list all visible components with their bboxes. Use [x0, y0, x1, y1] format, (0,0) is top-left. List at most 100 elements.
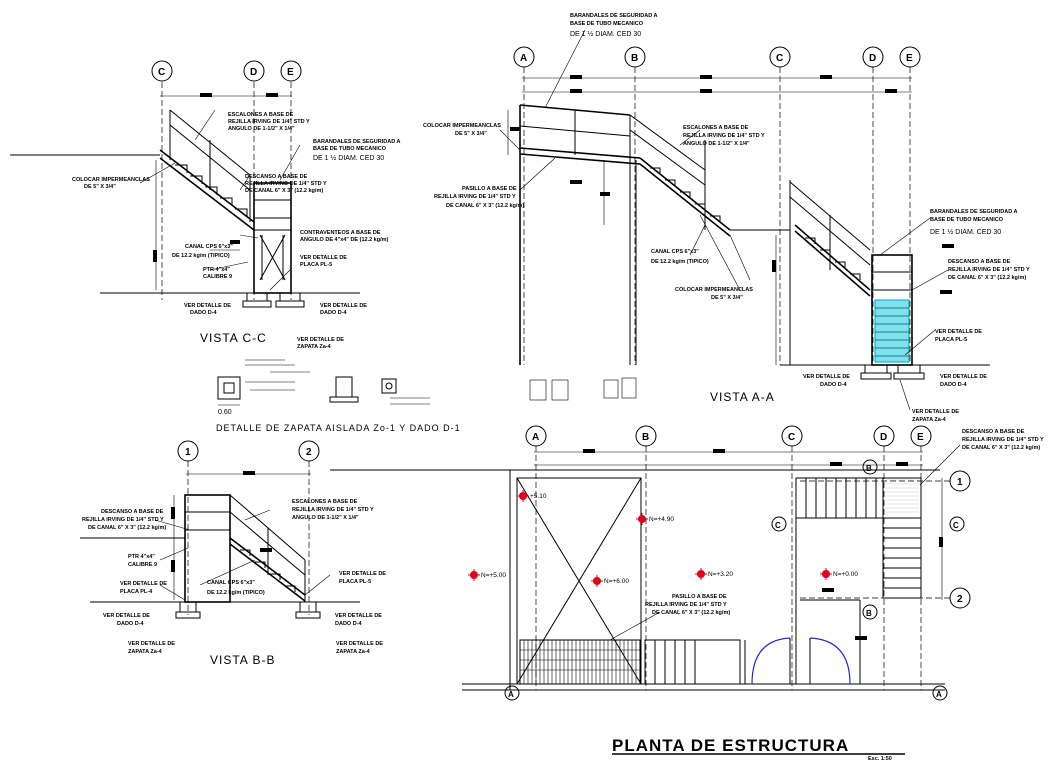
note-barandales-top-3: DE 1 ½ DIAM. CED 30 [570, 30, 641, 38]
level-marker-490: N=+4.90 [636, 513, 674, 525]
note-dado-aa1-1: VER DETALLE DE [803, 374, 850, 380]
section-mark-b-top [862, 459, 878, 475]
note-descanso-bb-2: REJILLA IRVING DE 1/4" STD Y [82, 517, 164, 523]
level-marker-000: N=+0.00 [820, 568, 858, 580]
note-zapata-cc-1: VER DETALLE DE [297, 337, 344, 343]
svg-text:N=+0.00: N=+0.00 [833, 571, 858, 578]
note-colocar-cc-2: DE 5" X 3/4" [84, 184, 116, 190]
note-contraventeos-2: ANGULO DE 4"x4" DE (12.2 kg/m) [300, 237, 389, 243]
note-escalones-cc-3: ANGULO DE 1-1/2" X 1/4" [228, 126, 295, 132]
grid-bubble-e [280, 60, 302, 82]
note-descanso-cc-1: DESCANSO A BASE DE [245, 174, 308, 180]
note-placa-cc-1: VER DETALLE DE [300, 255, 347, 261]
svg-text:B: B [631, 53, 638, 64]
vista-cc-title: VISTA C-C [200, 331, 267, 345]
door-arc-right [809, 637, 851, 685]
svg-text:C: C [953, 521, 959, 530]
note-pasillo-planta-3: DE CANAL 6" X 3" (12.2 kg/m) [652, 610, 730, 616]
note-canal-bb-1: CANAL CPS 6"x3" [207, 580, 255, 586]
level-marker-600: N=+6.00 [591, 575, 629, 587]
note-contraventeos-1: CONTRAVENTEOS A BASE DE [300, 230, 381, 236]
door-arc-left [751, 637, 791, 685]
note-escalones-bb-1: ESCALONES A BASE DE [292, 499, 358, 505]
note-barandales-aa-1: BARANDALES DE SEGURIDAD A [930, 209, 1018, 215]
vista-cc-view: C D E [10, 60, 401, 350]
note-zapata-bb1-2: ZAPATA Za-4 [128, 649, 163, 655]
note-dado-cc1-1: VER DETALLE DE [184, 303, 231, 309]
svg-text:+5.10: +5.10 [530, 493, 547, 500]
svg-text:D: D [880, 432, 887, 443]
vista-aa-title: VISTA A-A [710, 390, 775, 404]
svg-text:2: 2 [306, 447, 312, 458]
note-zapata-aa-2: ZAPATA Za-4 [912, 417, 947, 423]
note-colocar-aa2-2: DE 5" X 3/4" [711, 295, 743, 301]
note-descanso-aa-3: DE CANAL 6" X 3" (12.2 kg/m) [948, 275, 1026, 281]
svg-text:B: B [866, 609, 872, 618]
svg-text:2: 2 [957, 594, 963, 605]
note-descanso-bb-1: DESCANSO A BASE DE [101, 509, 164, 515]
note-dado-aa2-2: DADO D-4 [940, 382, 968, 388]
section-mark-b-bottom [862, 604, 878, 620]
detalle-zapata-title: DETALLE DE ZAPATA AISLADA Zo-1 Y DADO D-… [216, 423, 461, 433]
note-barandales-cc-3: DE 1 ½ DIAM. CED 30 [313, 154, 384, 162]
svg-text:B: B [642, 432, 649, 443]
note-colocar-cc-1: COLOCAR IMPERMEANCLAS [72, 177, 150, 183]
section-mark-a-right [932, 685, 948, 701]
note-barandales-cc-2: BASE DE TUBO MECANICO [313, 146, 387, 152]
note-canal-cc-1: CANAL CPS 6"x3" [185, 244, 233, 250]
svg-text:C: C [788, 432, 795, 443]
note-zapata-bb2-1: VER DETALLE DE [336, 641, 383, 647]
note-colocar-aa1-1: COLOCAR IMPERMEANCLAS [423, 123, 501, 129]
note-descanso-cc-3: DE CANAL 6" X 3" (12.2 kg/m) [245, 188, 323, 194]
svg-text:A: A [936, 690, 942, 699]
note-ptr-cc-2: CALIBRE 9 [203, 274, 232, 280]
note-dado-cc1-2: DADO D-4 [190, 310, 218, 316]
svg-text:N=+3.20: N=+3.20 [708, 571, 733, 578]
note-zapata-cc-2: ZAPATA Za-4 [297, 344, 332, 350]
note-escalones-aa-3: ANGULO DE 1-1/2" X 1/4" [683, 141, 750, 147]
level-marker-320: N=+3.20 [695, 568, 733, 580]
note-dado-bb2-2: DADO D-4 [335, 621, 363, 627]
note-colocar-aa2-1: COLOCAR IMPERMEANCLAS [675, 287, 753, 293]
vista-aa-view: A B C D E [423, 13, 1030, 423]
note-placa-aa-1: VER DETALLE DE [935, 329, 982, 335]
level-marker-510: +5.10 [517, 490, 547, 502]
note-dado-bb2-1: VER DETALLE DE [335, 613, 382, 619]
note-descanso-cc-2: REJILLA IRVING DE 1/4" STD Y [245, 181, 327, 187]
note-pasillo-planta-2: REJILLA IRVING DE 1/4" STD Y [645, 602, 727, 608]
note-dado-cc2-2: DADO D-4 [320, 310, 348, 316]
note-canal-bb-2: DE 12.2 kg/m (TIPICO) [207, 590, 265, 596]
note-descanso-planta-1: DESCANSO A BASE DE [962, 429, 1025, 435]
svg-text:A: A [532, 432, 539, 443]
note-colocar-aa1-2: DE 5" X 3/4" [455, 131, 487, 137]
section-mark-c-right [949, 516, 965, 532]
planta-plan-view: A B C D E [330, 425, 1044, 762]
note-barandales-aa-3: DE 1 ½ DIAM. CED 30 [930, 228, 1001, 236]
svg-text:E: E [906, 53, 913, 64]
note-escalones-bb-2: REJILLA IRVING DE 1/4" STD Y [292, 507, 374, 513]
zapata-dim: 0.60 [218, 409, 232, 416]
note-placa-bb1-2: PLACA PL-4 [120, 589, 153, 595]
note-pasillo-aa-2: REJILLA IRVING DE 1/4" STD Y [434, 194, 516, 200]
svg-text:1: 1 [185, 447, 191, 458]
note-pasillo-aa-3: DE CANAL 6" X 3" (12.2 kg/m) [446, 203, 524, 209]
svg-text:B: B [866, 464, 872, 473]
note-escalones-aa-2: REJILLA IRVING DE 1/4" STD Y [683, 133, 765, 139]
note-dado-bb1-2: DADO D-4 [117, 621, 145, 627]
note-ptr-bb-1: PTR 4"x4" [128, 554, 155, 560]
detalle-zapata: 0.60 DETALLE DE ZAPATA AISLADA Zo-1 Y DA… [216, 359, 461, 433]
note-zapata-bb1-1: VER DETALLE DE [128, 641, 175, 647]
note-canal-cc-2: DE 12.2 kg/m (TIPICO) [172, 253, 230, 259]
grid-bubble-d [243, 60, 265, 82]
note-escalones-aa-1: ESCALONES A BASE DE [683, 125, 749, 131]
note-barandales-top-2: BASE DE TUBO MECANICO [570, 21, 644, 27]
svg-text:C: C [776, 53, 783, 64]
note-barandales-aa-2: BASE DE TUBO MECANICO [930, 217, 1004, 223]
cyan-bracing [874, 299, 910, 363]
planta-scale: Esc. 1:50 [868, 756, 892, 762]
note-dado-aa2-1: VER DETALLE DE [940, 374, 987, 380]
note-placa-bb2-2: PLACA PL-5 [339, 579, 371, 585]
svg-text:E: E [917, 432, 924, 443]
svg-text:N=+6.00: N=+6.00 [604, 578, 629, 585]
